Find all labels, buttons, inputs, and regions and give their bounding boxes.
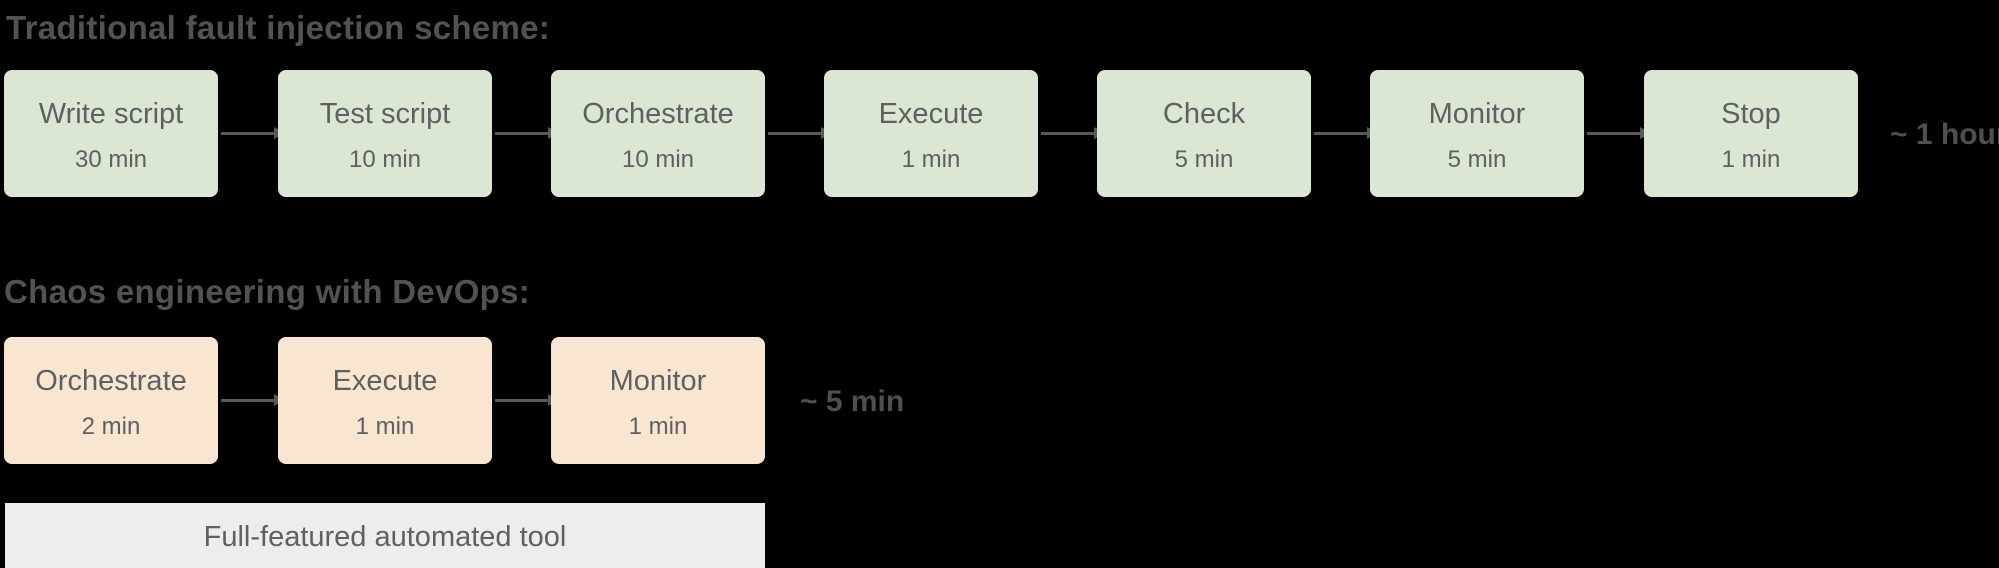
step-box-execute: Execute 1 min [824, 70, 1038, 197]
step-box-monitor: Monitor 5 min [1370, 70, 1584, 197]
step-duration: 5 min [1174, 146, 1234, 173]
flow-arrow-icon [1041, 127, 1105, 139]
total-time-devops: ~ 5 min [800, 385, 905, 418]
step-label: Orchestrate [35, 365, 187, 397]
flow-arrow-icon [768, 127, 832, 139]
step-label: Orchestrate [582, 98, 734, 130]
step-duration: 10 min [621, 146, 695, 173]
step-duration: 1 min [628, 413, 688, 440]
step-duration: 1 min [355, 413, 415, 440]
step-label: Test script [319, 98, 451, 130]
step-box-check: Check 5 min [1097, 70, 1311, 197]
step-box-execute-devops: Execute 1 min [278, 337, 492, 464]
step-duration: 30 min [74, 146, 148, 173]
section-title-traditional: Traditional fault injection scheme: [6, 9, 551, 46]
flow-arrow-icon [1314, 127, 1378, 139]
step-label: Check [1162, 98, 1246, 130]
step-box-stop: Stop 1 min [1644, 70, 1858, 197]
step-duration: 5 min [1447, 146, 1507, 173]
step-duration: 10 min [348, 146, 422, 173]
section-title-devops: Chaos engineering with DevOps: [4, 273, 531, 310]
step-box-write-script: Write script 30 min [4, 70, 218, 197]
automated-tool-label: Full-featured automated tool [203, 521, 567, 553]
total-time-traditional: ~ 1 hour [1890, 118, 1999, 151]
step-label: Stop [1721, 98, 1781, 130]
automated-tool-bar: Full-featured automated tool [5, 503, 765, 568]
step-label: Execute [878, 98, 984, 130]
step-label: Execute [332, 365, 438, 397]
step-label: Monitor [1428, 98, 1526, 130]
step-duration: 1 min [901, 146, 961, 173]
step-label: Write script [38, 98, 184, 130]
step-box-orchestrate: Orchestrate 10 min [551, 70, 765, 197]
step-box-orchestrate-devops: Orchestrate 2 min [4, 337, 218, 464]
step-duration: 2 min [81, 413, 141, 440]
step-label: Monitor [609, 365, 707, 397]
step-box-test-script: Test script 10 min [278, 70, 492, 197]
flow-arrow-icon [221, 127, 285, 139]
flow-arrow-icon [495, 127, 559, 139]
flow-arrow-icon [221, 394, 285, 406]
step-duration: 1 min [1721, 146, 1781, 173]
flow-arrow-icon [1587, 127, 1651, 139]
step-box-monitor-devops: Monitor 1 min [551, 337, 765, 464]
flow-arrow-icon [495, 394, 559, 406]
